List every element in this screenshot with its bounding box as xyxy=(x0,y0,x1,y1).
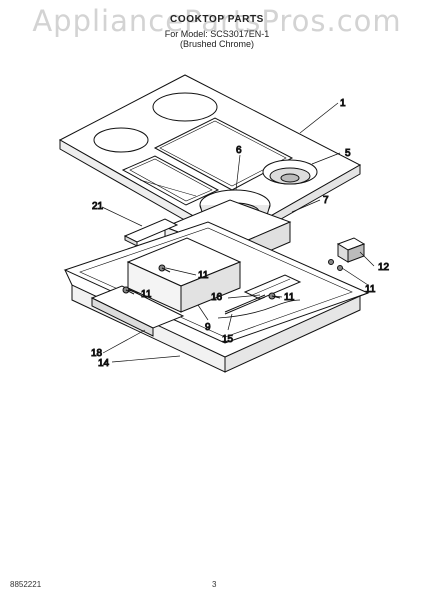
mounting-bracket[interactable] xyxy=(336,237,366,263)
callout-9: 9 xyxy=(205,322,211,333)
cooktop-top-panel[interactable] xyxy=(58,74,362,248)
callout-5: 5 xyxy=(345,148,351,159)
callout-1: 1 xyxy=(340,98,346,109)
wire-harness[interactable] xyxy=(217,299,301,319)
page-number: 3 xyxy=(212,580,217,589)
callout-11d: 11 xyxy=(365,284,376,295)
control-module-box[interactable] xyxy=(126,237,242,313)
callout-11c: 11 xyxy=(284,292,295,303)
document-code: 8852221 xyxy=(10,580,42,589)
diagram-title: COOKTOP PARTS xyxy=(170,14,264,25)
leader-lines xyxy=(101,102,375,363)
callout-16: 16 xyxy=(211,292,223,303)
callout-15: 15 xyxy=(222,334,234,345)
callout-21: 21 xyxy=(92,201,104,212)
callout-11b: 11 xyxy=(141,289,152,300)
screw-4[interactable] xyxy=(328,259,343,271)
callout-7: 7 xyxy=(323,195,329,206)
model-number: For Model: SCS3017EN-1 xyxy=(164,29,270,39)
screw-1[interactable] xyxy=(158,264,171,273)
callout-12: 12 xyxy=(378,262,390,273)
support-brackets[interactable] xyxy=(224,274,302,315)
callout-14: 14 xyxy=(98,358,110,369)
front-access-panel[interactable] xyxy=(90,285,185,337)
callout-11a: 11 xyxy=(198,270,209,281)
callout-18: 18 xyxy=(91,348,103,359)
watermark: AppliancePartsPros.com xyxy=(32,4,402,38)
model-finish: (Brushed Chrome) xyxy=(179,39,255,49)
callout-labels: 1 5 6 7 21 12 11 11 11 11 16 9 15 18 14 xyxy=(91,98,391,370)
callout-6: 6 xyxy=(236,145,242,156)
